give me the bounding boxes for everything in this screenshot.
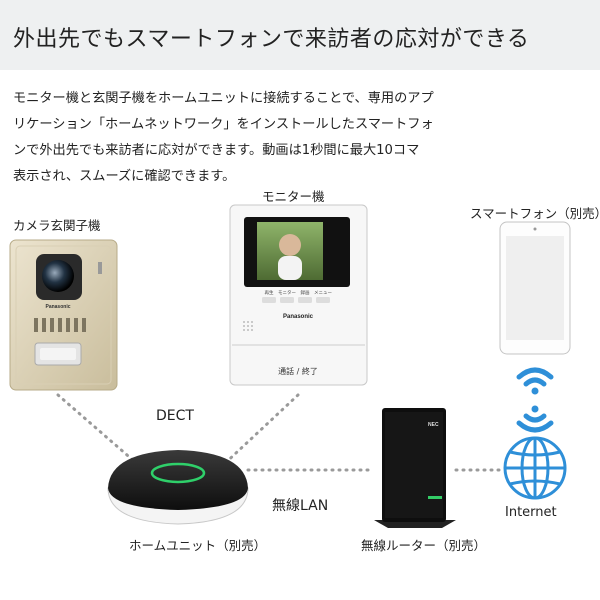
door-camera: Panasonic [9,239,118,391]
description-line: ンで外出先でも来訪者に応対ができます。動画は1秒間に最大10コマ [13,143,420,158]
wifi-icon [516,367,554,433]
page-header: 外出先でもスマートフォンで来訪者の応対ができる [0,0,600,70]
monitor-buttons [262,297,330,303]
monitor-button-label: モニター [278,289,296,296]
talk-button: 通話 / 終了 [278,366,318,376]
smartphone [499,221,571,355]
description-line: 表示され、スムーズに確認できます。 [13,169,236,184]
description: モニター機と玄関子機をホームユニットに接続することで、専用のアプ リケーション「… [13,86,513,190]
page-title: 外出先でもスマートフォンで来訪者の応対ができる [13,27,530,52]
wireless-lan-label: 無線LAN [272,498,329,514]
router-brand: NEC [428,422,439,428]
door-camera-label: カメラ玄関子機 [13,218,101,233]
speaker-grille [243,321,253,331]
line-monitor-to-hub [218,393,300,470]
line-door-to-hub [56,393,144,470]
monitor-button-label: 再生 [265,289,274,296]
connection-lines [56,393,502,472]
monitor-unit: Panasonic 再生 モニター 録画 メニュー 通話 / 終了 [229,204,368,386]
router: NEC [374,408,456,528]
description-line: リケーション「ホームネットワーク」をインストールしたスマートフォ [13,117,434,132]
internet-label: Internet [505,505,557,520]
camera-lens-icon [42,260,74,292]
monitor-button-label: 録画 [301,289,310,296]
globe-icon [503,436,567,500]
router-label: 無線ルーター（別売） [361,538,487,553]
description-line: モニター機と玄関子機をホームユニットに接続することで、専用のアプ [13,91,434,106]
monitor-button-label: メニュー [314,290,332,296]
monitor-brand: Panasonic [283,314,314,320]
dect-label: DECT [156,408,194,424]
door-camera-brand: Panasonic [45,304,70,310]
monitor-label: モニター機 [262,189,325,204]
status-led-icon [150,462,206,484]
home-unit [107,450,249,525]
home-unit-label: ホームユニット（別売） [129,538,267,553]
smartphone-label: スマートフォン（別売） [470,206,600,221]
